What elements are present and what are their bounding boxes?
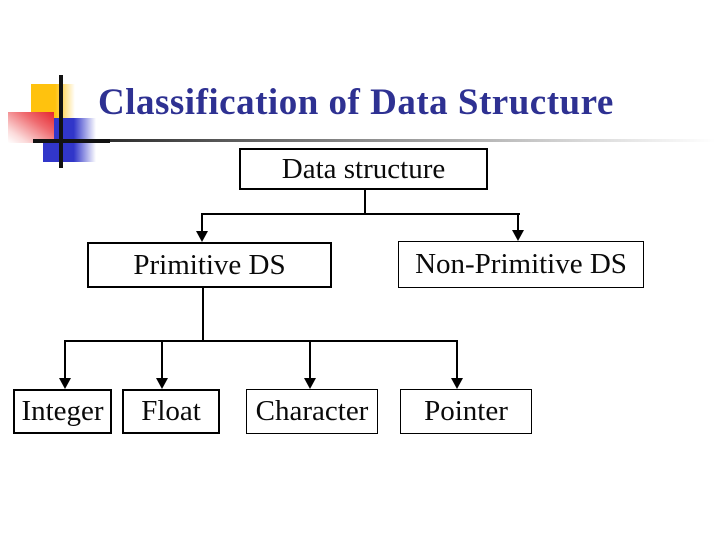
- node-label: Character: [255, 395, 369, 427]
- page-title: Classification of Data Structure: [98, 82, 614, 123]
- arrowhead-down-icon: [59, 378, 71, 389]
- node-pointer: Pointer: [400, 389, 532, 434]
- node-character: Character: [246, 389, 378, 434]
- connector-arrow-pointer: [456, 340, 458, 379]
- arrowhead-down-icon: [304, 378, 316, 389]
- connector-arrow-float: [161, 340, 163, 379]
- node-label: Primitive DS: [133, 248, 286, 281]
- node-non-primitive-ds: Non-Primitive DS: [398, 241, 644, 288]
- title-underline-rule: [60, 139, 716, 142]
- node-primitive-ds: Primitive DS: [87, 242, 332, 288]
- arrowhead-down-icon: [156, 378, 168, 389]
- logo-crosshair-vertical-line: [59, 75, 63, 168]
- arrowhead-down-icon: [451, 378, 463, 389]
- connector-branches-bar: [201, 213, 520, 215]
- connector-arrow-character: [309, 340, 311, 379]
- node-data-structure: Data structure: [239, 148, 488, 190]
- connector-primitive-stem: [202, 288, 204, 341]
- node-label: Pointer: [424, 395, 508, 427]
- node-label: Non-Primitive DS: [415, 248, 627, 280]
- connector-root-stem: [364, 190, 366, 214]
- node-integer: Integer: [13, 389, 112, 434]
- connector-arrow-primitive: [201, 213, 203, 233]
- connector-arrow-integer: [64, 340, 66, 379]
- arrowhead-down-icon: [196, 231, 208, 242]
- node-label: Data structure: [281, 152, 446, 185]
- arrowhead-down-icon: [512, 230, 524, 241]
- logo-crosshair-horizontal-line: [33, 139, 110, 143]
- connector-leaves-bar: [64, 340, 458, 342]
- node-label: Float: [141, 395, 201, 427]
- node-label: Integer: [21, 395, 104, 427]
- connector-arrow-non-primitive: [517, 213, 519, 232]
- node-float: Float: [122, 389, 220, 434]
- logo-red-square: [8, 112, 54, 143]
